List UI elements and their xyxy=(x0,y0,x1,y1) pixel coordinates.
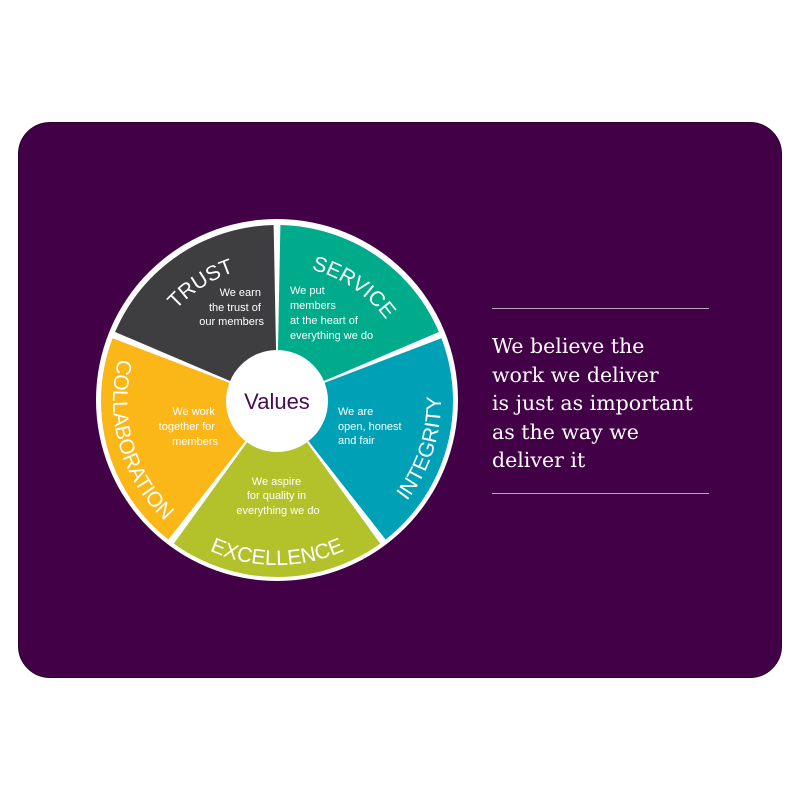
statement-line: work we deliver xyxy=(492,362,659,387)
statement-line: deliver it xyxy=(492,448,586,472)
segment-excellence xyxy=(173,401,381,577)
excellence-description: We aspire for quality in everything we d… xyxy=(236,476,319,517)
service-description: We put members at the heart of everythin… xyxy=(290,285,373,342)
center-circle xyxy=(226,350,328,452)
statement-line: is just as important xyxy=(492,391,693,415)
center-label: Values xyxy=(244,389,310,414)
statement-text: We believe the work we deliver is just a… xyxy=(492,332,693,475)
trust-description: We earn the trust of our members xyxy=(199,287,264,328)
collaboration-description: We work together for members xyxy=(159,406,219,448)
statement-line: We believe the xyxy=(492,334,645,358)
segment-trust xyxy=(115,225,277,401)
segment-service xyxy=(277,225,439,401)
top-divider xyxy=(492,308,709,309)
bottom-divider xyxy=(492,493,709,494)
statement-line: as the way we xyxy=(492,419,639,444)
integrity-description: We are open, honest and fair xyxy=(338,406,405,447)
